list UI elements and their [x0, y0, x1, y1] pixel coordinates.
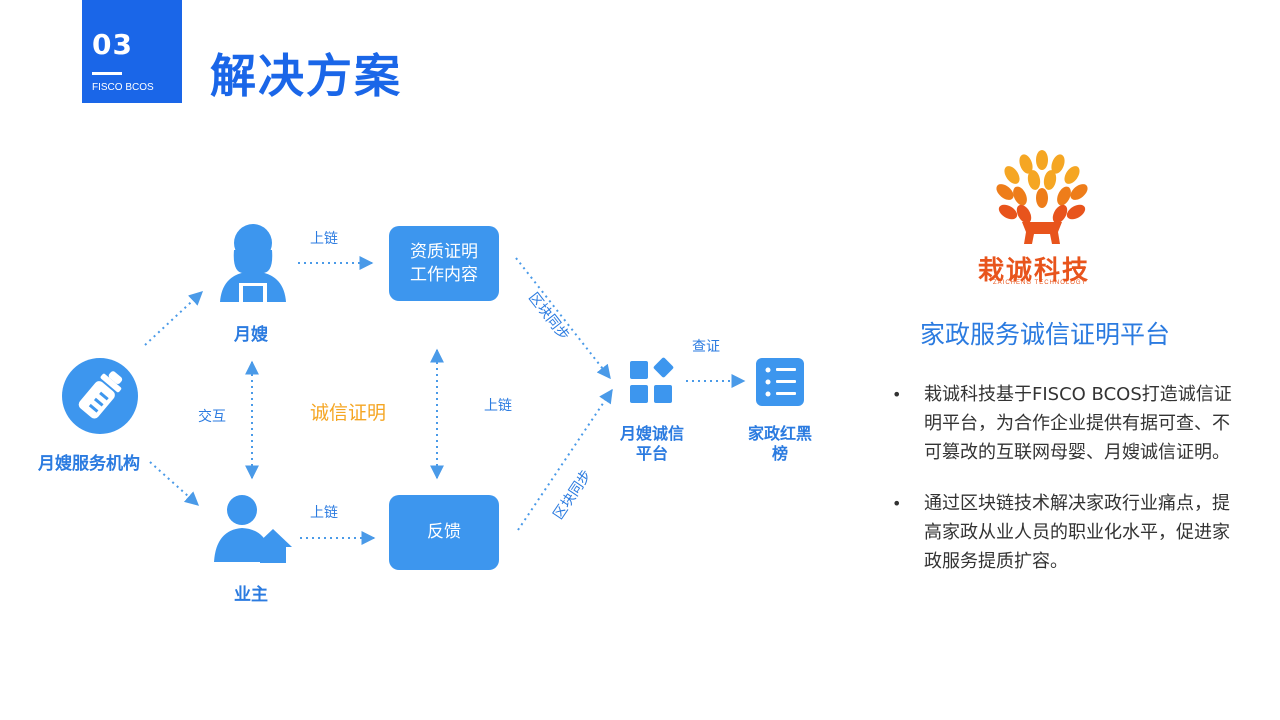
edge-label-chain-top: 上链: [310, 231, 338, 247]
badge-divider: [92, 72, 122, 75]
platform-title: 家政服务诚信证明平台: [920, 320, 1171, 349]
node-owner-label: 业主: [234, 585, 268, 605]
bullet-list: • 栽诚科技基于FISCO BCOS打造诚信证明平台，为合作企业提供有据可查、不可…: [892, 380, 1232, 598]
node-feedback-box: 反馈: [389, 495, 499, 570]
owner-house-icon: [214, 495, 292, 563]
node-platform-label: 月嫂诚信 平台: [619, 424, 684, 463]
edge-feedback-platform: [517, 388, 613, 531]
node-nanny-label: 月嫂: [234, 325, 268, 345]
section-number: 03: [92, 28, 133, 61]
page-title: 解决方案: [210, 49, 402, 103]
list-icon: [756, 358, 804, 406]
edge-label-chain-middle: 上链: [484, 398, 512, 414]
company-name: 栽诚科技: [978, 256, 1091, 286]
edge-label-interact: 交互: [198, 409, 226, 425]
bullet-dot: •: [892, 494, 902, 513]
section-sub: FISCO BCOS: [92, 82, 154, 93]
edge-agency-nanny: [144, 291, 204, 346]
grid-apps-icon: [630, 357, 674, 403]
node-agency-label: 月嫂服务机构: [38, 454, 140, 474]
bullet-item: • 栽诚科技基于FISCO BCOS打造诚信证明平台，为合作企业提供有据可查、不可…: [892, 380, 1232, 467]
node-redblack-label: 家政红黑 榜: [747, 424, 812, 463]
woman-user-icon: [220, 224, 286, 302]
edge-qualification-platform: [515, 257, 611, 380]
edge-label-verify: 查证: [692, 339, 720, 355]
edge-label-chain-bottom: 上链: [310, 505, 338, 521]
section-badge: 03 FISCO BCOS: [82, 0, 182, 103]
node-qualification-box: 资质证明 工作内容: [389, 226, 499, 301]
center-label: 诚信证明: [310, 402, 387, 424]
bullet-text: 通过区块链技术解决家政行业痛点，提高家政从业人员的职业化水平，促进家政服务提质扩…: [924, 493, 1230, 572]
edge-agency-owner: [149, 461, 200, 506]
tree-logo-icon: [996, 150, 1088, 244]
baby-bottle-icon: [62, 358, 138, 434]
bullet-dot: •: [892, 385, 902, 404]
bullet-text: 栽诚科技基于FISCO BCOS打造诚信证明平台，为合作企业提供有据可查、不可篡…: [924, 384, 1232, 463]
company-name-en: ZAICHENG TECHNOLOGY: [993, 280, 1087, 286]
bullet-item: • 通过区块链技术解决家政行业痛点，提高家政从业人员的职业化水平，促进家政服务提质…: [892, 489, 1232, 576]
